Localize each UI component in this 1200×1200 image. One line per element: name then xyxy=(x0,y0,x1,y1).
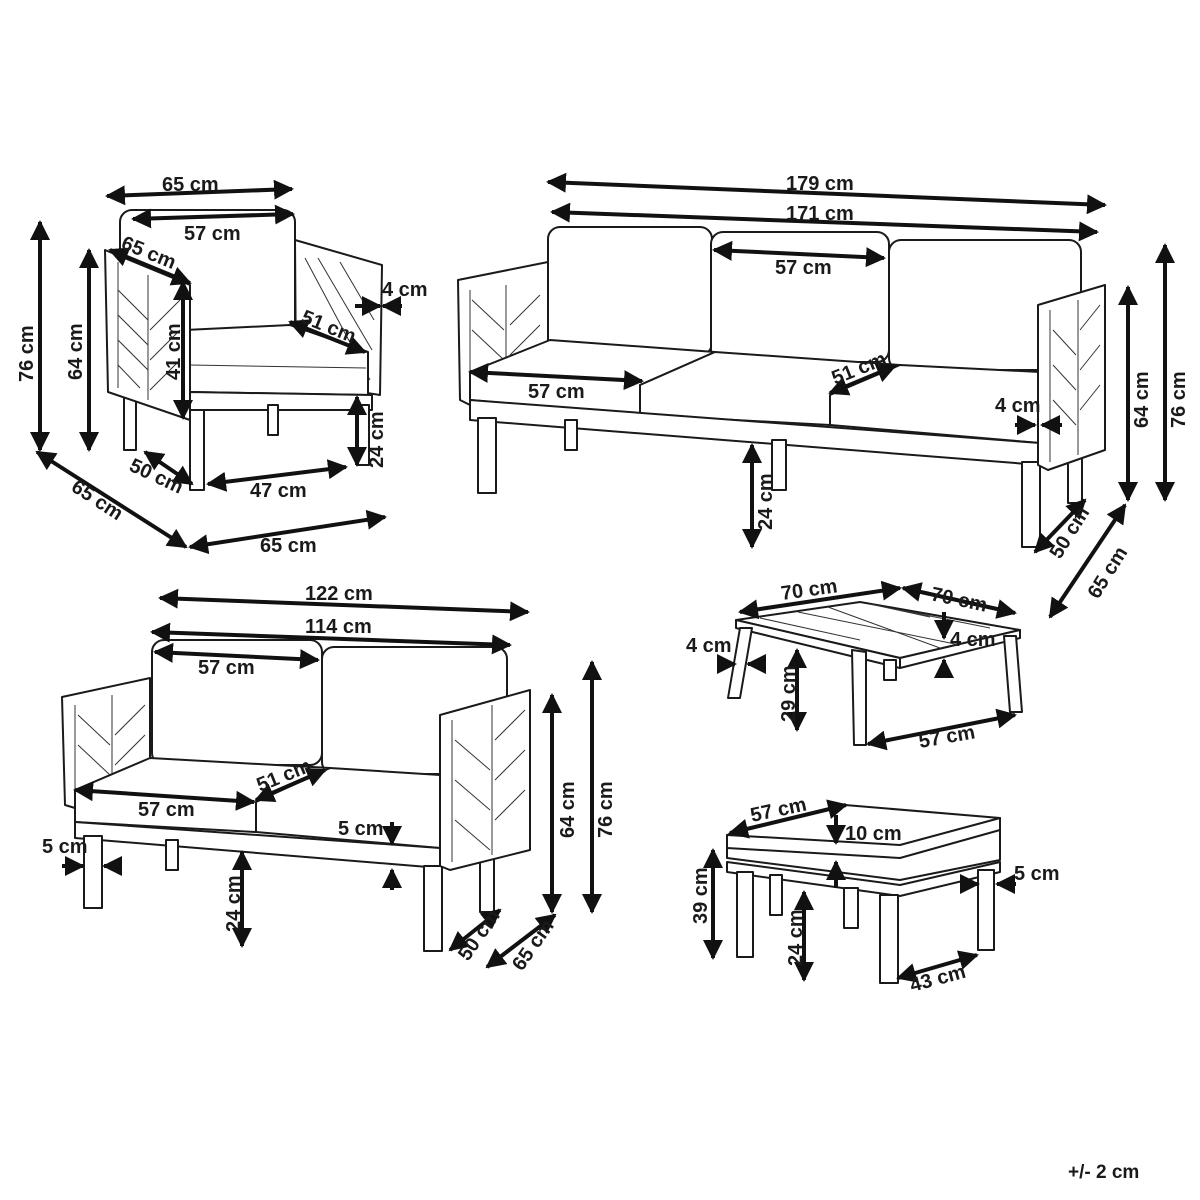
ottoman-frame-thickness-label: 5 cm xyxy=(1014,863,1060,885)
sofa2-height-total-label: 76 cm xyxy=(595,781,617,838)
table-height-label: 29 cm xyxy=(778,665,800,722)
armchair-height-total-label: 76 cm xyxy=(16,325,38,382)
armchair-leg-span-label: 47 cm xyxy=(250,480,307,502)
sofa3-cushion-seat-label: 57 cm xyxy=(528,381,585,403)
armchair-arm-width-label: 4 cm xyxy=(382,279,428,301)
sofa3-width-inner-label: 171 cm xyxy=(786,203,854,225)
sofa2-cushion-back-label: 57 cm xyxy=(198,657,255,679)
sofa3-width-total-label: 179 cm xyxy=(786,173,854,195)
sofa2-arm-height-label: 64 cm xyxy=(557,781,579,838)
sofa2-cushion-thickness-label: 5 cm xyxy=(338,818,384,840)
ottoman-leg-height-label: 24 cm xyxy=(785,909,807,966)
sofa2-side-depth-label: 50 cm xyxy=(454,906,505,965)
sofa2-drawing xyxy=(61,639,531,952)
sofa2-width-total-label: 122 cm xyxy=(305,583,373,605)
sofa3-arm-width-label: 4 cm xyxy=(995,395,1041,417)
table-top-thickness-right-label: 4 cm xyxy=(950,629,996,651)
table-leg-span-label: 57 cm xyxy=(917,721,977,753)
sofa3-leg-height-label: 24 cm xyxy=(755,473,777,530)
ottoman-dimensions: 57 cm 10 cm 5 cm 39 cm 24 cm 43 cm xyxy=(690,794,1060,997)
ottoman-height-total-label: 39 cm xyxy=(690,867,712,924)
armchair-width-inner-label: 57 cm xyxy=(184,223,241,245)
armchair-arm-height-label: 64 cm xyxy=(65,323,87,380)
ottoman-cushion-thickness-label: 10 cm xyxy=(845,823,902,845)
tolerance-note: +/- 2 cm xyxy=(1068,1162,1139,1183)
sofa3-cushion-back-label: 57 cm xyxy=(775,257,832,279)
table-top-thickness-left-label: 4 cm xyxy=(686,635,732,657)
sofa3-depth-total-label: 65 cm xyxy=(1084,543,1133,603)
sofa2-leg-height-label: 24 cm xyxy=(223,875,245,932)
armchair-depth-bottom-label: 65 cm xyxy=(67,476,127,525)
sofa2-cushion-seat-label: 57 cm xyxy=(138,799,195,821)
sofa3-drawing xyxy=(457,226,1106,548)
sofa3-height-total-label: 76 cm xyxy=(1168,371,1190,428)
sofa2-width-inner-label: 114 cm xyxy=(305,616,372,638)
table-depth-label: 70 cm xyxy=(929,583,989,616)
armchair-leg-height-label: 24 cm xyxy=(366,411,388,468)
armchair-width-bottom-label: 65 cm xyxy=(260,535,317,557)
armchair-backrest-height-label: 41 cm xyxy=(163,323,185,380)
sofa2-arm-width-label: 5 cm xyxy=(42,836,88,858)
armchair-width-total-label: 65 cm xyxy=(162,174,219,196)
sofa3-arm-height-label: 64 cm xyxy=(1131,371,1153,428)
